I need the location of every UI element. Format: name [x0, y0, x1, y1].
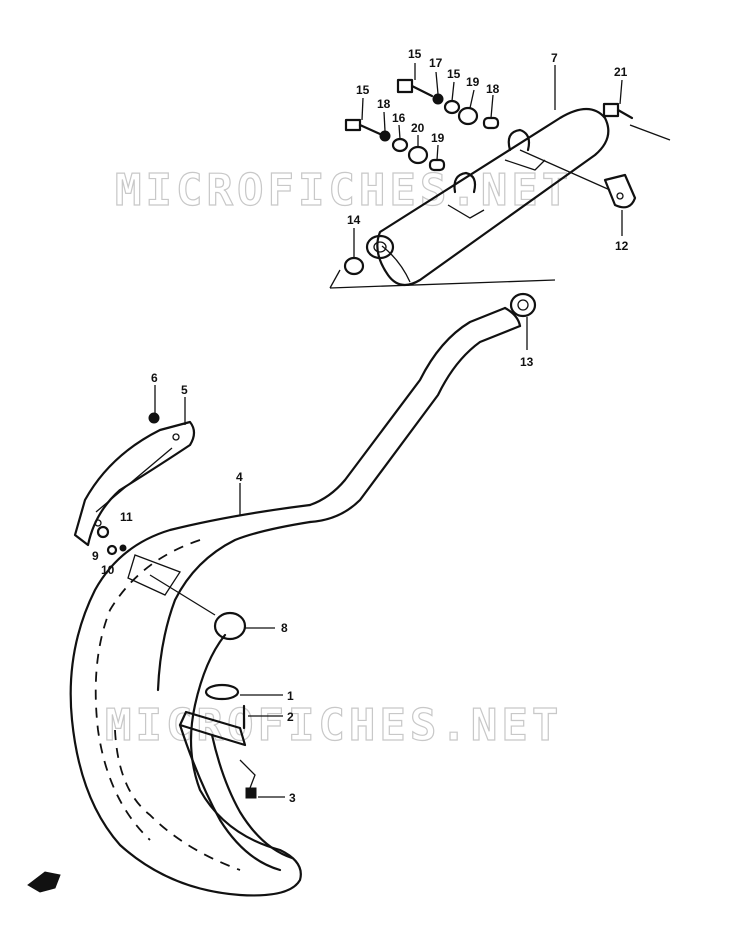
- bolt-21-head: [602, 102, 620, 118]
- washer-18-upper: [432, 93, 444, 105]
- callouts: 15 17 15 19 18 7 21 15 18 16 20 19 12 14…: [92, 47, 629, 805]
- leader-p17: [398, 124, 401, 140]
- muffler-outlet-hole: [373, 241, 387, 253]
- muffler-bracket-front: [507, 128, 531, 152]
- front-direction-arrow-icon: [27, 871, 61, 893]
- gasket-13: [509, 292, 537, 318]
- grommet-20-upper: [457, 106, 479, 126]
- callout-p19b: 19: [431, 131, 445, 145]
- grommet-8: [213, 611, 247, 641]
- bolt-21-shaft: [616, 108, 634, 120]
- collar-19-upper: [482, 116, 500, 130]
- nut-3-leader: [239, 759, 256, 789]
- leader-p21: [619, 79, 623, 105]
- leader-p19a: [490, 94, 494, 119]
- gasket-14: [343, 256, 365, 276]
- callout-p18a: 17: [429, 56, 443, 70]
- heat-shield-hole-2: [172, 433, 180, 441]
- grommet-17: [391, 137, 409, 153]
- callout-p12: 12: [615, 239, 629, 253]
- bracket-12-hole: [616, 192, 624, 200]
- callout-p7: 7: [551, 51, 558, 65]
- leader-p18a: [435, 71, 439, 95]
- washer-10: [106, 544, 118, 556]
- callout-p20b: 20: [411, 121, 425, 135]
- callout-p16: 15: [447, 67, 461, 81]
- bolt-15-lower-head: [344, 118, 362, 132]
- callout-p1: 1: [287, 689, 294, 703]
- muffler-guide-line-2: [329, 269, 341, 289]
- callout-p8: 8: [281, 621, 288, 635]
- expansion-chamber-dashed: [94, 539, 201, 841]
- bolt-21: [602, 102, 634, 120]
- watermark-bottom: MICROFICHES.NET: [105, 700, 562, 751]
- head-pipe-outer: [178, 723, 282, 872]
- callout-p5: 5: [181, 383, 188, 397]
- heat-shield-slots: [95, 447, 173, 513]
- callout-p9: 9: [92, 549, 99, 563]
- expansion-chamber-outer: [69, 503, 312, 897]
- muffler-guide-line-4: [629, 124, 671, 141]
- bracket-leader-2: [504, 159, 546, 171]
- head-pipe-inner: [210, 733, 294, 860]
- watermark-top: MICROFICHES.NET: [115, 165, 572, 216]
- callout-p18b: 18: [377, 97, 391, 111]
- callout-p15b: 15: [356, 83, 370, 97]
- callout-p6: 6: [151, 371, 158, 385]
- mount-tab-leader: [149, 574, 216, 616]
- callout-p14: 14: [347, 213, 361, 227]
- callout-p10: 10: [101, 563, 115, 577]
- muffler-guide-line-3: [519, 149, 611, 191]
- callout-p2: 2: [287, 710, 294, 724]
- bracket-leader: [447, 204, 485, 219]
- expansion-chamber-dashed-2: [114, 729, 241, 871]
- bolt-15-upper-head: [396, 78, 414, 94]
- leader-p15b: [361, 97, 364, 121]
- bolt-6: [148, 412, 160, 424]
- bracket-12: [603, 173, 637, 209]
- muffler: [329, 107, 671, 289]
- head-pipe-flange: [178, 710, 247, 747]
- muffler-body: [376, 107, 610, 287]
- leader-p16: [451, 81, 455, 102]
- exhaust-pipe: [69, 306, 522, 897]
- callout-p17: 16: [392, 111, 406, 125]
- nut-11: [119, 544, 127, 552]
- bolt-15-lower-shaft: [358, 123, 382, 136]
- callout-p15a: 15: [408, 47, 422, 61]
- gasket-1: [204, 683, 240, 701]
- bolt-15-upper-shaft: [410, 84, 434, 98]
- callout-p19a: 18: [486, 82, 500, 96]
- muffler-end-cap: [381, 245, 411, 283]
- washer-9: [96, 525, 110, 539]
- leader-lines: [154, 63, 623, 798]
- tail-pipe-end: [503, 306, 522, 328]
- mount-tab: [127, 554, 181, 596]
- heat-shield-hole-1: [94, 519, 102, 527]
- tail-pipe-lower-edge: [308, 324, 522, 524]
- hardware-lower: [344, 118, 446, 172]
- callout-p21: 21: [614, 65, 628, 79]
- grommet-20-lower: [407, 145, 429, 165]
- heat-shield-5: [73, 420, 196, 547]
- tail-pipe-upper-edge: [308, 306, 507, 507]
- nut-3: [245, 787, 257, 799]
- muffler-bracket-rear: [453, 171, 477, 194]
- leader-p18b: [383, 111, 386, 132]
- leader-p20a: [469, 89, 475, 109]
- grommet-16: [443, 99, 461, 115]
- muffler-guide-line: [329, 279, 556, 289]
- callout-p4: 4: [236, 470, 243, 484]
- callout-p20a: 19: [466, 75, 480, 89]
- expansion-chamber-inner: [156, 520, 312, 692]
- callout-p3: 3: [289, 791, 296, 805]
- callout-p13: 13: [520, 355, 534, 369]
- callout-p11: 11: [120, 510, 133, 524]
- muffler-outlet: [365, 234, 395, 260]
- leader-p19b: [436, 144, 439, 161]
- gasket-13-hole: [517, 299, 529, 311]
- washer-18-lower: [379, 130, 391, 142]
